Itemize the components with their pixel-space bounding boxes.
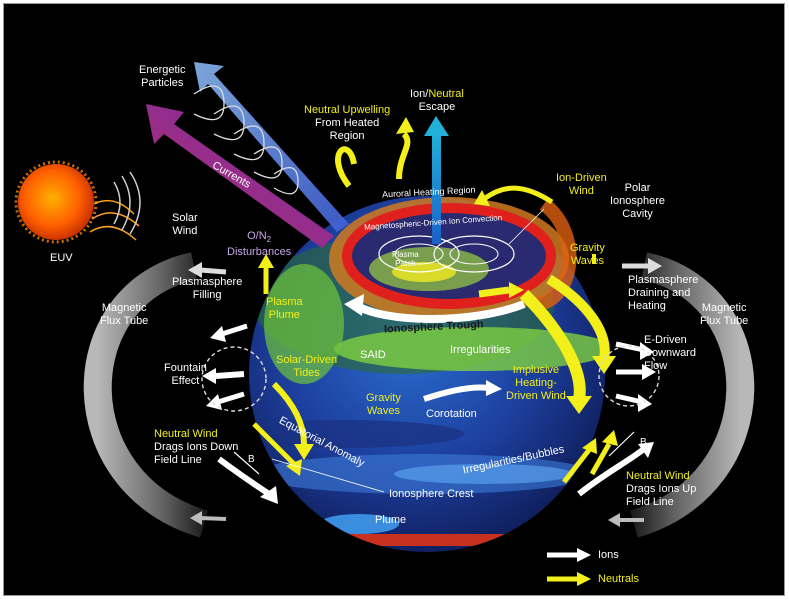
legend-neutrals-label: Neutrals [598, 573, 639, 585]
corotation-arrow [423, 380, 502, 402]
e-driven-flow-label: E-Driven Downward Flow [644, 334, 696, 372]
b-vector-right-line [608, 431, 635, 457]
right-ion-arrows [577, 258, 662, 527]
ion-neutral-escape-label: Ion/Neutral Escape [410, 88, 464, 113]
auroral-oval [329, 197, 577, 323]
corotation-label: Corotation [426, 408, 477, 420]
o-n2-disturbances-label: O/N2 Disturbances [227, 230, 292, 259]
euv-label: EUV [50, 252, 73, 264]
sun [14, 160, 141, 244]
b-vector-left-label: B [248, 454, 255, 465]
irregularities-label: Irregularities [450, 344, 511, 356]
plasmasphere-draining-label: Plasmasphere Draining and Heating [628, 274, 699, 312]
diagram-graphics [14, 62, 755, 586]
escape-arrow [424, 116, 449, 244]
heating-wind-arrows [478, 274, 616, 414]
flux-tube-left [83, 252, 209, 538]
legend-ion-arrow [547, 548, 591, 562]
said-label: SAID [360, 349, 386, 361]
left-ion-arrows [188, 262, 278, 525]
flux-tube-right [629, 252, 755, 538]
ion-driven-wind-arrow [474, 185, 554, 206]
neutral-wind-right-label: Neutral Wind [626, 470, 690, 482]
legend-ions-label: Ions [598, 549, 619, 561]
implusive-heating-wind-label: Implusive Heating- Driven Wind [506, 364, 566, 402]
polar-cavity-label: Polar Ionosphere Cavity [610, 182, 666, 220]
neutral-upwelling-arrow [335, 117, 414, 188]
neutral-wind-left-label: Neutral Wind [154, 428, 218, 440]
right-neutral-arrows [562, 254, 618, 484]
legend-neutral-arrow [547, 572, 591, 586]
plume-label: Plume [375, 514, 407, 526]
b-vector-right-label: B [640, 437, 647, 448]
left-neutral-arrows [252, 254, 314, 476]
ionosphere-crest-label: Ionosphere Crest [389, 488, 474, 500]
neutral-upwelling-label: Neutral Upwelling From Heated Region [304, 104, 391, 142]
b-vector-left-line [233, 451, 260, 475]
energetic-particles-arrow [146, 62, 349, 248]
